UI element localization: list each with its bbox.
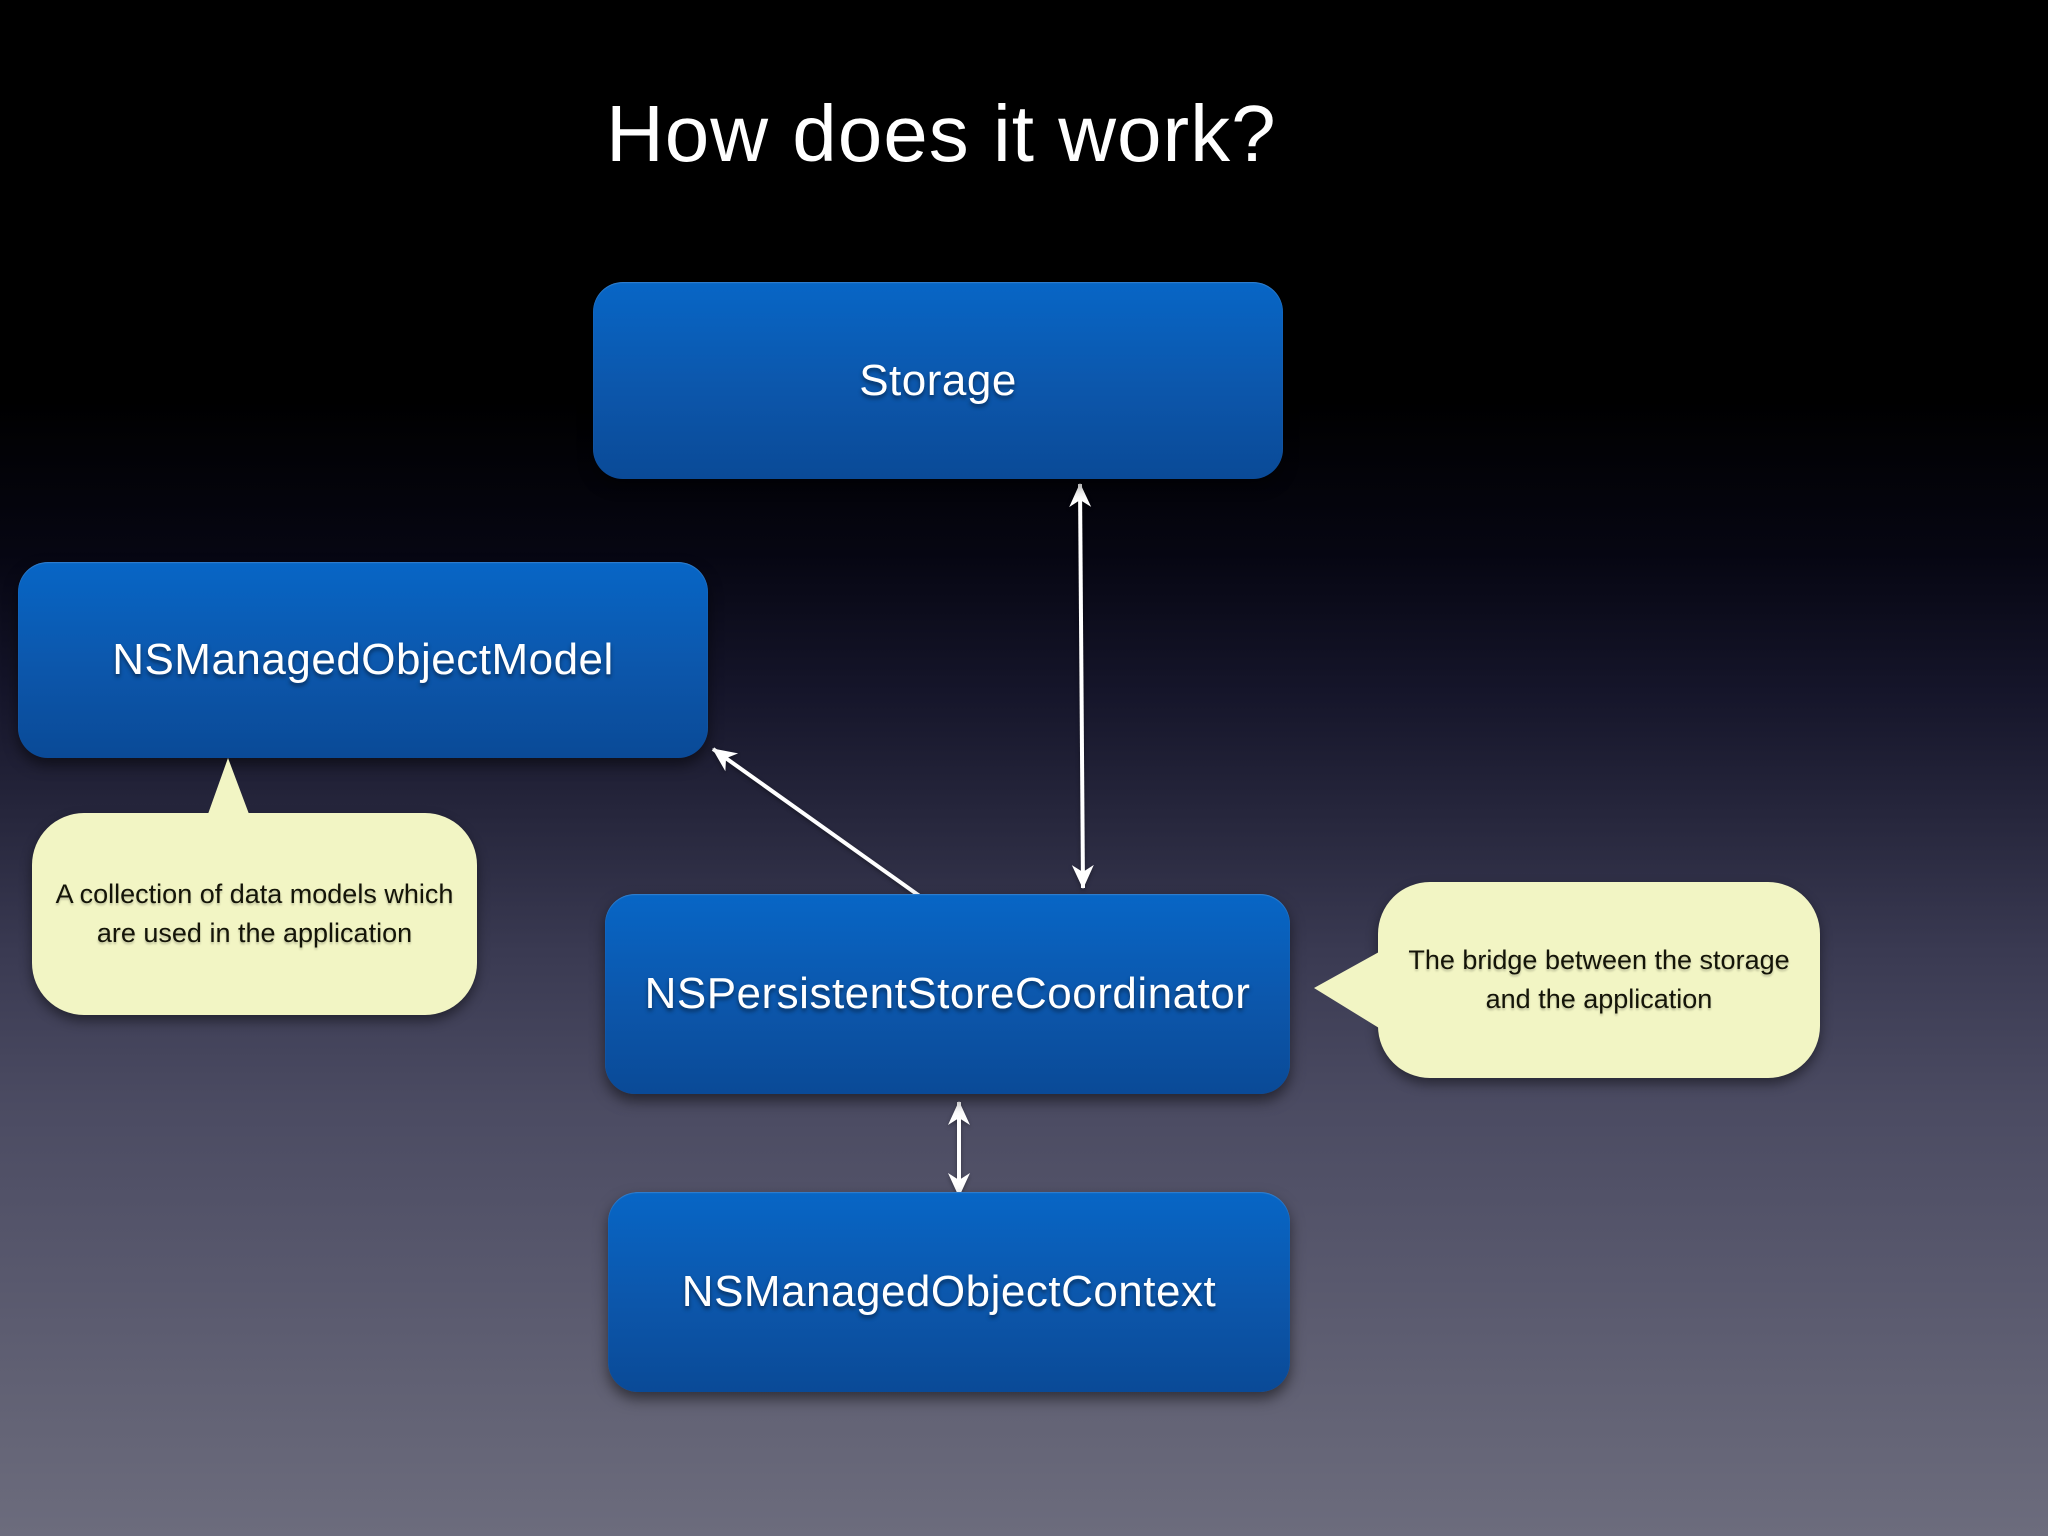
node-nspersistentstorecoordinator: NSPersistentStoreCoordinator [605,894,1290,1094]
arrow-storage-coordinator [1069,483,1094,889]
node-storage-label: Storage [859,355,1017,405]
node-nspersistentstorecoordinator-label: NSPersistentStoreCoordinator [644,969,1251,1018]
node-nsmanagedobjectcontext-label: NSManagedObjectContext [681,1267,1217,1316]
callout-model-note: A collection of data models which are us… [32,758,477,1015]
callout-coordinator-note: The bridge between the storage and the a… [1314,882,1820,1078]
arrow-coordinator-model [711,747,923,899]
callout-tail-left-icon [1314,952,1379,1028]
callout-tail-up-icon [208,758,249,814]
node-nsmanagedobjectmodel-label: NSManagedObjectModel [112,635,614,684]
slide-title: How does it work? [606,89,1277,178]
callout-model-note-text: A collection of data models which are us… [55,878,454,948]
node-nsmanagedobjectcontext: NSManagedObjectContext [608,1192,1290,1392]
node-storage: Storage [593,282,1283,479]
callout-coordinator-note-text: The bridge between the storage and the a… [1408,944,1790,1014]
node-nsmanagedobjectmodel: NSManagedObjectModel [18,562,708,758]
